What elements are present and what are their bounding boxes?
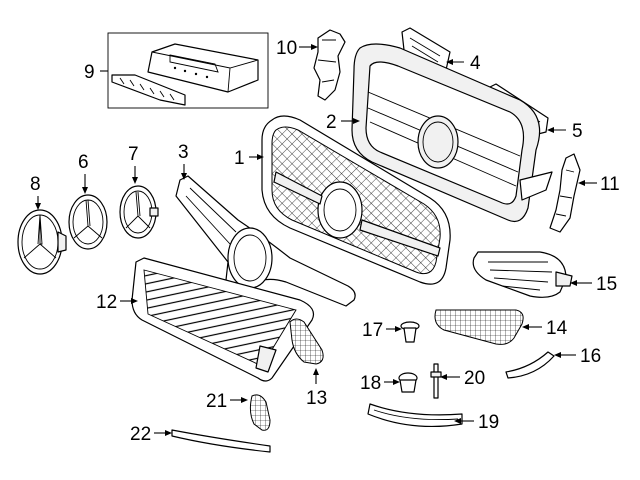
callout-1-label: 1 (234, 148, 245, 169)
part-18-nut (398, 372, 418, 393)
part-11-side-bracket (549, 153, 581, 233)
callout-2: 2 (326, 112, 360, 133)
callout-18: 18 (360, 373, 400, 394)
callout-15: 15 (570, 274, 617, 295)
callout-22: 22 (130, 424, 172, 445)
callout-20: 20 (440, 368, 485, 389)
callout-13-label: 13 (306, 388, 327, 409)
part-2-grille-frame (351, 43, 553, 223)
callout-14: 14 (522, 318, 568, 339)
callout-7-label: 7 (128, 144, 139, 165)
callout-5-label: 5 (572, 121, 583, 142)
callout-8: 8 (30, 174, 41, 210)
callout-16: 16 (554, 346, 601, 367)
callout-20-label: 20 (464, 368, 485, 389)
part-8-star-emblem (17, 209, 67, 275)
callout-5: 5 (547, 121, 583, 142)
part-15-bezel (472, 251, 573, 298)
callout-17: 17 (362, 320, 402, 341)
part-6-star-emblem (68, 194, 108, 250)
part-22-trim-strip (171, 429, 271, 453)
part-13-mesh-insert (289, 318, 324, 365)
callout-18-label: 18 (360, 373, 381, 394)
part-7-star-emblem (119, 185, 159, 239)
part-16-trim-strip (505, 351, 555, 379)
callout-4: 4 (446, 53, 481, 74)
part-17-clip (400, 321, 420, 343)
part-21-cover (249, 394, 271, 431)
part-14-mesh-panel (434, 309, 524, 345)
part-1-main-grille (261, 115, 451, 285)
callout-11-label: 11 (600, 174, 620, 195)
callout-10: 10 (276, 38, 318, 59)
callout-6-label: 6 (78, 152, 89, 173)
callout-1: 1 (234, 148, 264, 169)
part-12-lower-grille (131, 257, 315, 382)
callout-21: 21 (206, 391, 248, 412)
callout-12: 12 (96, 292, 138, 313)
callout-4-label: 4 (470, 53, 481, 74)
part-20-stud (430, 363, 442, 399)
callout-2-label: 2 (326, 112, 337, 133)
callout-15-label: 15 (596, 274, 617, 295)
callout-10-label: 10 (276, 38, 297, 59)
part-10-bracket (313, 29, 346, 101)
callout-17-label: 17 (362, 320, 383, 341)
part-9-inset-box (107, 32, 269, 109)
callout-19-label: 19 (478, 412, 499, 433)
callout-7: 7 (128, 144, 139, 184)
callout-3: 3 (178, 142, 189, 180)
callout-12-label: 12 (96, 292, 117, 313)
callout-9: 9 (84, 62, 108, 83)
part-3-trim-frame (175, 175, 356, 307)
part-19-lower-trim (367, 403, 463, 428)
callout-13: 13 (306, 368, 327, 409)
callout-14-label: 14 (546, 318, 568, 339)
callout-19: 19 (454, 412, 499, 433)
callout-8-label: 8 (30, 174, 41, 195)
callout-21-label: 21 (206, 391, 227, 412)
callout-3-label: 3 (178, 142, 189, 163)
callout-9-label: 9 (84, 62, 95, 83)
callout-16-label: 16 (580, 346, 601, 367)
callout-22-label: 22 (130, 424, 151, 445)
callout-6: 6 (78, 152, 89, 194)
callout-11: 11 (578, 174, 620, 195)
